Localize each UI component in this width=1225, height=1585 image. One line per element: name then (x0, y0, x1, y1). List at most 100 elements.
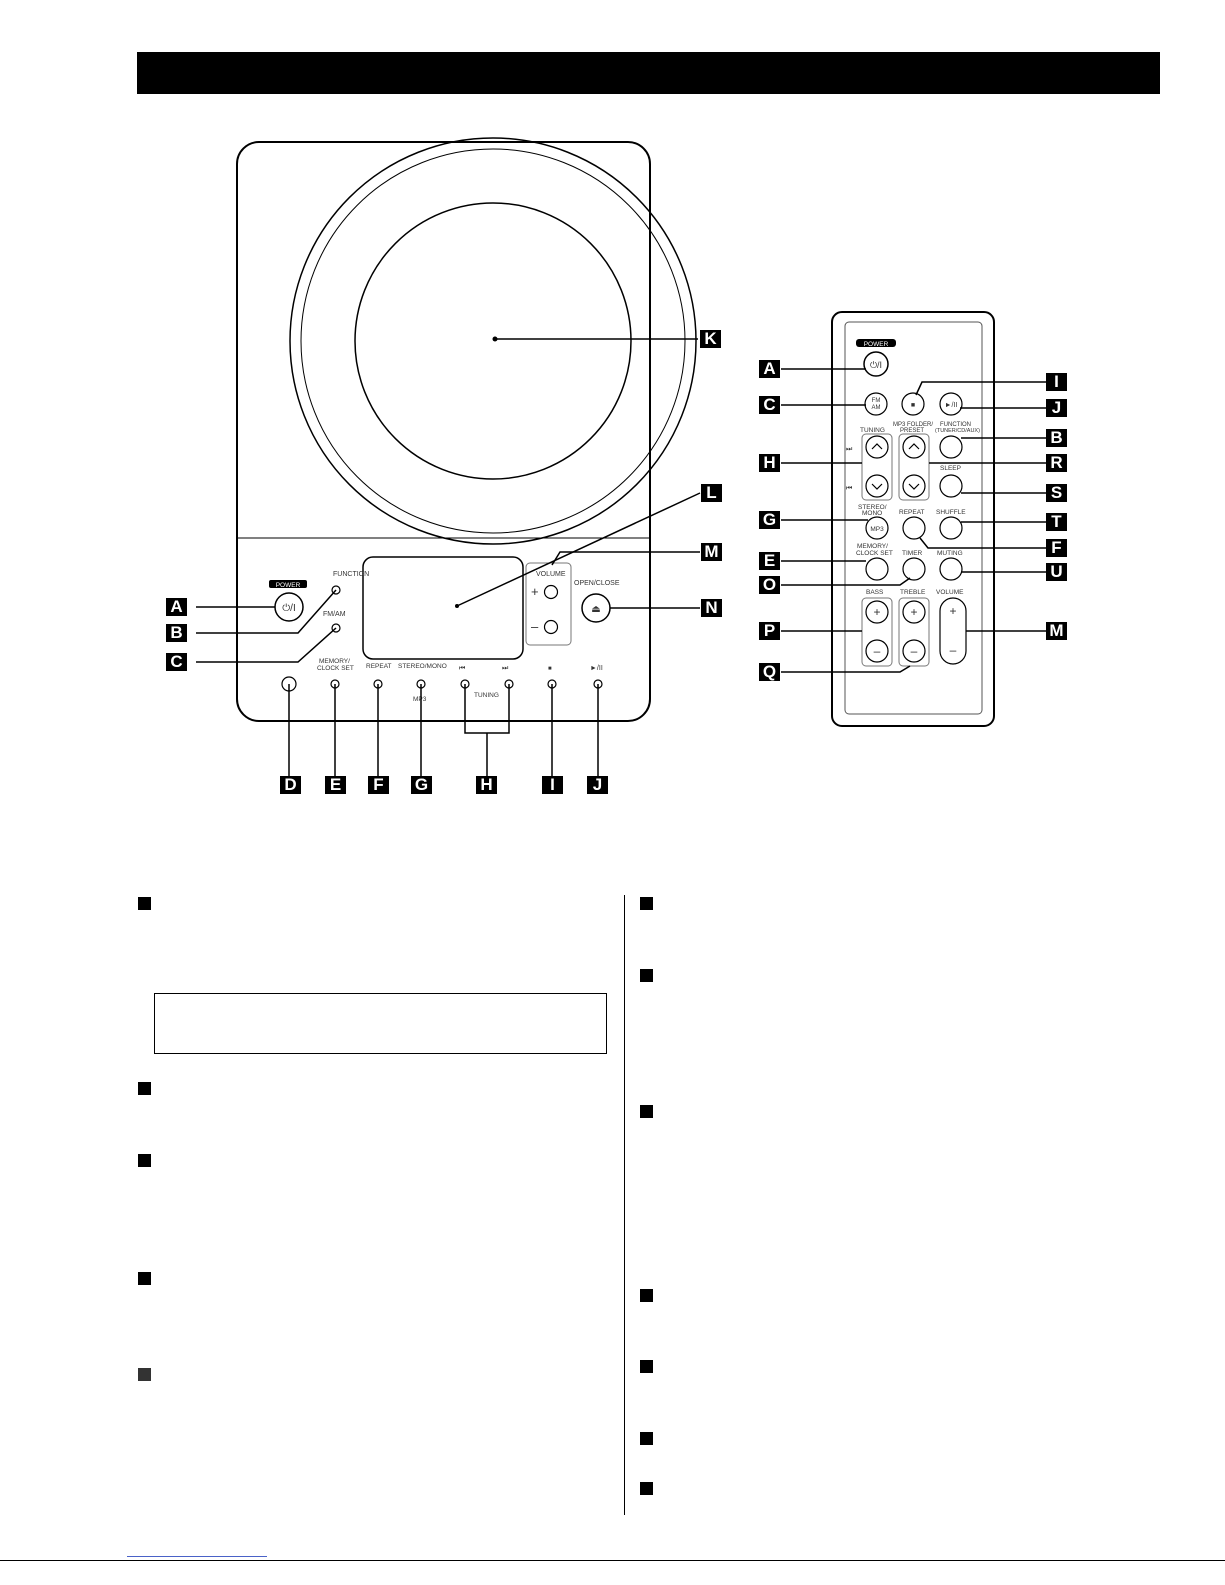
callout-f-remote: F (1046, 539, 1067, 557)
remote-sleep-button[interactable] (939, 474, 963, 498)
remote-preset-down-button[interactable] (902, 474, 926, 498)
remote-stop-button[interactable] (901, 392, 925, 416)
bullet-marker (640, 897, 653, 910)
remote-function-button[interactable] (939, 435, 963, 459)
remote-preset-down-icon (908, 483, 920, 490)
section-header-bar (137, 52, 1160, 94)
remote-repeat-label: REPEAT (899, 509, 925, 516)
bullet-marker (640, 1360, 653, 1373)
skip-back-icon: ⏮ (459, 665, 465, 672)
remote-sleep-label: SLEEP (940, 465, 961, 472)
stereo-label: STEREO/MONO (398, 663, 447, 670)
remote-tuning-up-button[interactable] (865, 435, 889, 459)
main-function-button[interactable] (331, 585, 341, 595)
remote-memory-label-1: MEMORY/ (857, 543, 888, 550)
callout-g-main: G (411, 776, 432, 794)
bullet-marker (138, 1154, 151, 1167)
remote-power-label-box (856, 339, 896, 347)
callout-e-main: E (325, 776, 346, 794)
main-fmam-button[interactable] (331, 623, 341, 633)
remote-power-label: POWER (864, 341, 889, 348)
callout-c-main: C (166, 653, 187, 671)
skip-fwd-icon: ⏭ (502, 665, 509, 672)
remote-volume-plus: + (949, 604, 956, 618)
disc-lid-inner (354, 202, 632, 480)
remote-function-label-1: FUNCTION (940, 422, 971, 428)
power-symbol: ⏻/I (282, 603, 295, 614)
remote-volume-minus: – (950, 643, 957, 657)
footer-rule (0, 1560, 1225, 1561)
remote-am-label: AM (872, 405, 881, 411)
callout-a-remote: A (759, 360, 780, 378)
bullet-marker (138, 1272, 151, 1285)
remote-treble-down-button[interactable] (902, 639, 926, 663)
callout-i-main: I (542, 776, 563, 794)
bullet-marker (640, 969, 653, 982)
remote-fm-label: FM (872, 398, 881, 404)
remote-memory-button[interactable] (865, 557, 889, 581)
remote-power-symbol: ⏻/I (870, 360, 882, 370)
remote-bass-plus: + (873, 605, 880, 619)
callout-q: Q (759, 663, 780, 681)
callout-u: U (1046, 563, 1067, 581)
bullet-marker (138, 897, 151, 910)
remote-stereo-label-2: MONO (862, 510, 882, 517)
remote-control: POWER ⏻/I FM AM ■ ►/II TUNING MP3 FOLDER… (831, 311, 995, 727)
memory-label-1: MEMORY/ (319, 658, 350, 665)
remote-play-pause-button[interactable] (939, 392, 963, 416)
remote-tuning-up-icon (871, 443, 883, 450)
remote-preset-group (898, 433, 930, 501)
remote-preset-up-button[interactable] (902, 435, 926, 459)
remote-treble-plus: + (910, 605, 917, 619)
volume-minus-sign: – (531, 619, 539, 634)
bullet-marker (640, 1105, 653, 1118)
remote-tuning-down-button[interactable] (865, 474, 889, 498)
eject-icon: ⏏ (591, 604, 600, 615)
power-label: POWER (276, 582, 301, 589)
callout-t: T (1046, 513, 1067, 531)
main-volume-up-button[interactable] (543, 584, 559, 600)
open-close-label: OPEN/CLOSE (574, 580, 620, 587)
bullet-marker (138, 1368, 151, 1381)
remote-memory-label-2: CLOCK SET (856, 550, 893, 557)
remote-timer-button[interactable] (902, 557, 926, 581)
note-box (154, 993, 607, 1054)
callout-l: L (701, 484, 722, 502)
remote-timer-label: TIMER (902, 550, 923, 557)
main-unit-body (236, 141, 651, 722)
remote-preset-up-icon (908, 443, 920, 450)
bullet-marker (138, 1082, 151, 1095)
remote-skip-back-icon: ⏮ (846, 485, 852, 492)
remote-treble-up-button[interactable] (902, 600, 926, 624)
disc-lid-rim (300, 148, 686, 534)
function-label: FUNCTION (333, 571, 369, 578)
remote-tuning-down-icon (871, 483, 883, 490)
callout-b-main: B (166, 624, 187, 642)
bullet-marker (640, 1432, 653, 1445)
column-divider (624, 895, 625, 1515)
callout-j-remote: J (1046, 399, 1067, 417)
remote-power-button[interactable] (863, 351, 889, 377)
main-volume-down-button[interactable] (543, 619, 559, 635)
remote-repeat-button[interactable] (902, 516, 926, 540)
remote-bass-down-button[interactable] (865, 639, 889, 663)
display-window (362, 556, 524, 660)
tuning-label: TUNING (474, 692, 499, 699)
callout-b-remote: B (1046, 429, 1067, 447)
remote-shuffle-label: SHUFFLE (936, 509, 966, 516)
remote-treble-group (898, 597, 930, 667)
remote-bass-group (861, 597, 893, 667)
remote-stereo-button[interactable] (865, 516, 889, 540)
remote-play-pause-icon: ►/II (945, 402, 958, 409)
repeat-label: REPEAT (366, 663, 392, 670)
remote-treble-label: TREBLE (900, 589, 926, 596)
remote-treble-minus: – (911, 644, 918, 658)
remote-fmam-button[interactable] (864, 392, 888, 416)
remote-bass-up-button[interactable] (865, 600, 889, 624)
callout-s: S (1046, 484, 1067, 502)
stop-icon: ■ (548, 666, 552, 672)
remote-muting-button[interactable] (939, 557, 963, 581)
remote-shuffle-button[interactable] (939, 516, 963, 540)
main-unit: POWER ⏻/I FUNCTION FM/AM VOLUME + – OPEN… (236, 137, 697, 722)
